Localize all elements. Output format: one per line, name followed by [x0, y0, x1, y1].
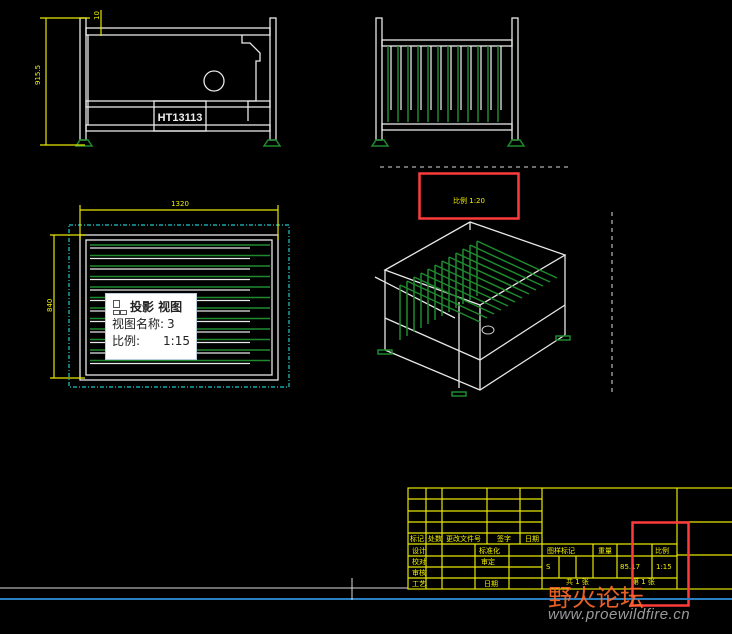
title-block[interactable]: 标记 处数 更改文件号 签字 日期 设计 标准化 校对 审定 审核 工艺 日期 …	[407, 487, 732, 590]
watermark-logo: 野火论坛	[548, 584, 644, 612]
tb-header: 签字	[497, 534, 511, 543]
tb-weight: 85.17	[620, 563, 640, 571]
tb-mark: S	[546, 563, 551, 571]
tooltip-name-value: 3	[167, 317, 175, 331]
dim-width: 1320	[171, 200, 189, 208]
blade-line	[455, 252, 537, 291]
tooltip-title: 投影 视图	[130, 300, 183, 314]
blade-line	[434, 264, 516, 303]
blade-line	[469, 244, 551, 283]
tb-header: 日期	[525, 535, 539, 543]
blade-line	[441, 260, 523, 299]
projection-view-tooltip: 投影 视图 视图名称:3 比例: 1:15	[105, 293, 197, 360]
tooltip-scale-value: 1:15	[163, 334, 190, 348]
blade-line	[462, 248, 544, 287]
tb-info-header: 比例	[655, 546, 669, 555]
tb-row-label: 工艺	[412, 580, 426, 588]
tb-row-mid: 日期	[484, 580, 498, 588]
tb-header: 处数	[428, 534, 442, 543]
dim-top: 10	[93, 11, 101, 20]
tb-sheets: 共 1 张	[566, 577, 589, 586]
side-view[interactable]	[370, 17, 526, 147]
tb-info-header: 图样标记	[547, 546, 575, 555]
tb-row-label: 审核	[412, 568, 426, 577]
tb-header: 标记	[410, 534, 424, 543]
dim-depth: 840	[46, 299, 54, 312]
iso-view[interactable]: 比例 1:20	[374, 196, 571, 397]
tb-row-mid: 标准化	[479, 546, 500, 555]
watermark-url: www.proewildfire.cn	[548, 606, 691, 623]
highlight-box-scale-cell	[631, 521, 690, 607]
tb-info-header: 重量	[598, 547, 612, 555]
blade-line	[476, 240, 558, 279]
tooltip-name-label: 视图名称:	[112, 317, 165, 331]
front-view[interactable]: HT13113 915.5 10	[34, 10, 282, 147]
iso-scale-label: 比例 1:20	[453, 196, 485, 205]
dim-height: 915.5	[34, 65, 42, 85]
blade-line	[420, 272, 502, 311]
front-view-plate: HT13113	[158, 112, 203, 124]
tooltip-scale-label: 比例:	[112, 334, 141, 348]
tb-row-mid: 审定	[481, 557, 495, 566]
projection-view-icon	[112, 300, 127, 315]
tb-sheet-no: 第 1 张	[632, 577, 655, 586]
tb-row-label: 校对	[412, 557, 426, 566]
tb-row-label: 设计	[412, 546, 426, 555]
tb-header: 更改文件号	[446, 534, 481, 543]
blade-line	[448, 256, 530, 295]
blade-line	[413, 276, 495, 315]
highlight-box-view-scale	[418, 172, 520, 220]
tb-scale: 1:15	[656, 563, 672, 571]
